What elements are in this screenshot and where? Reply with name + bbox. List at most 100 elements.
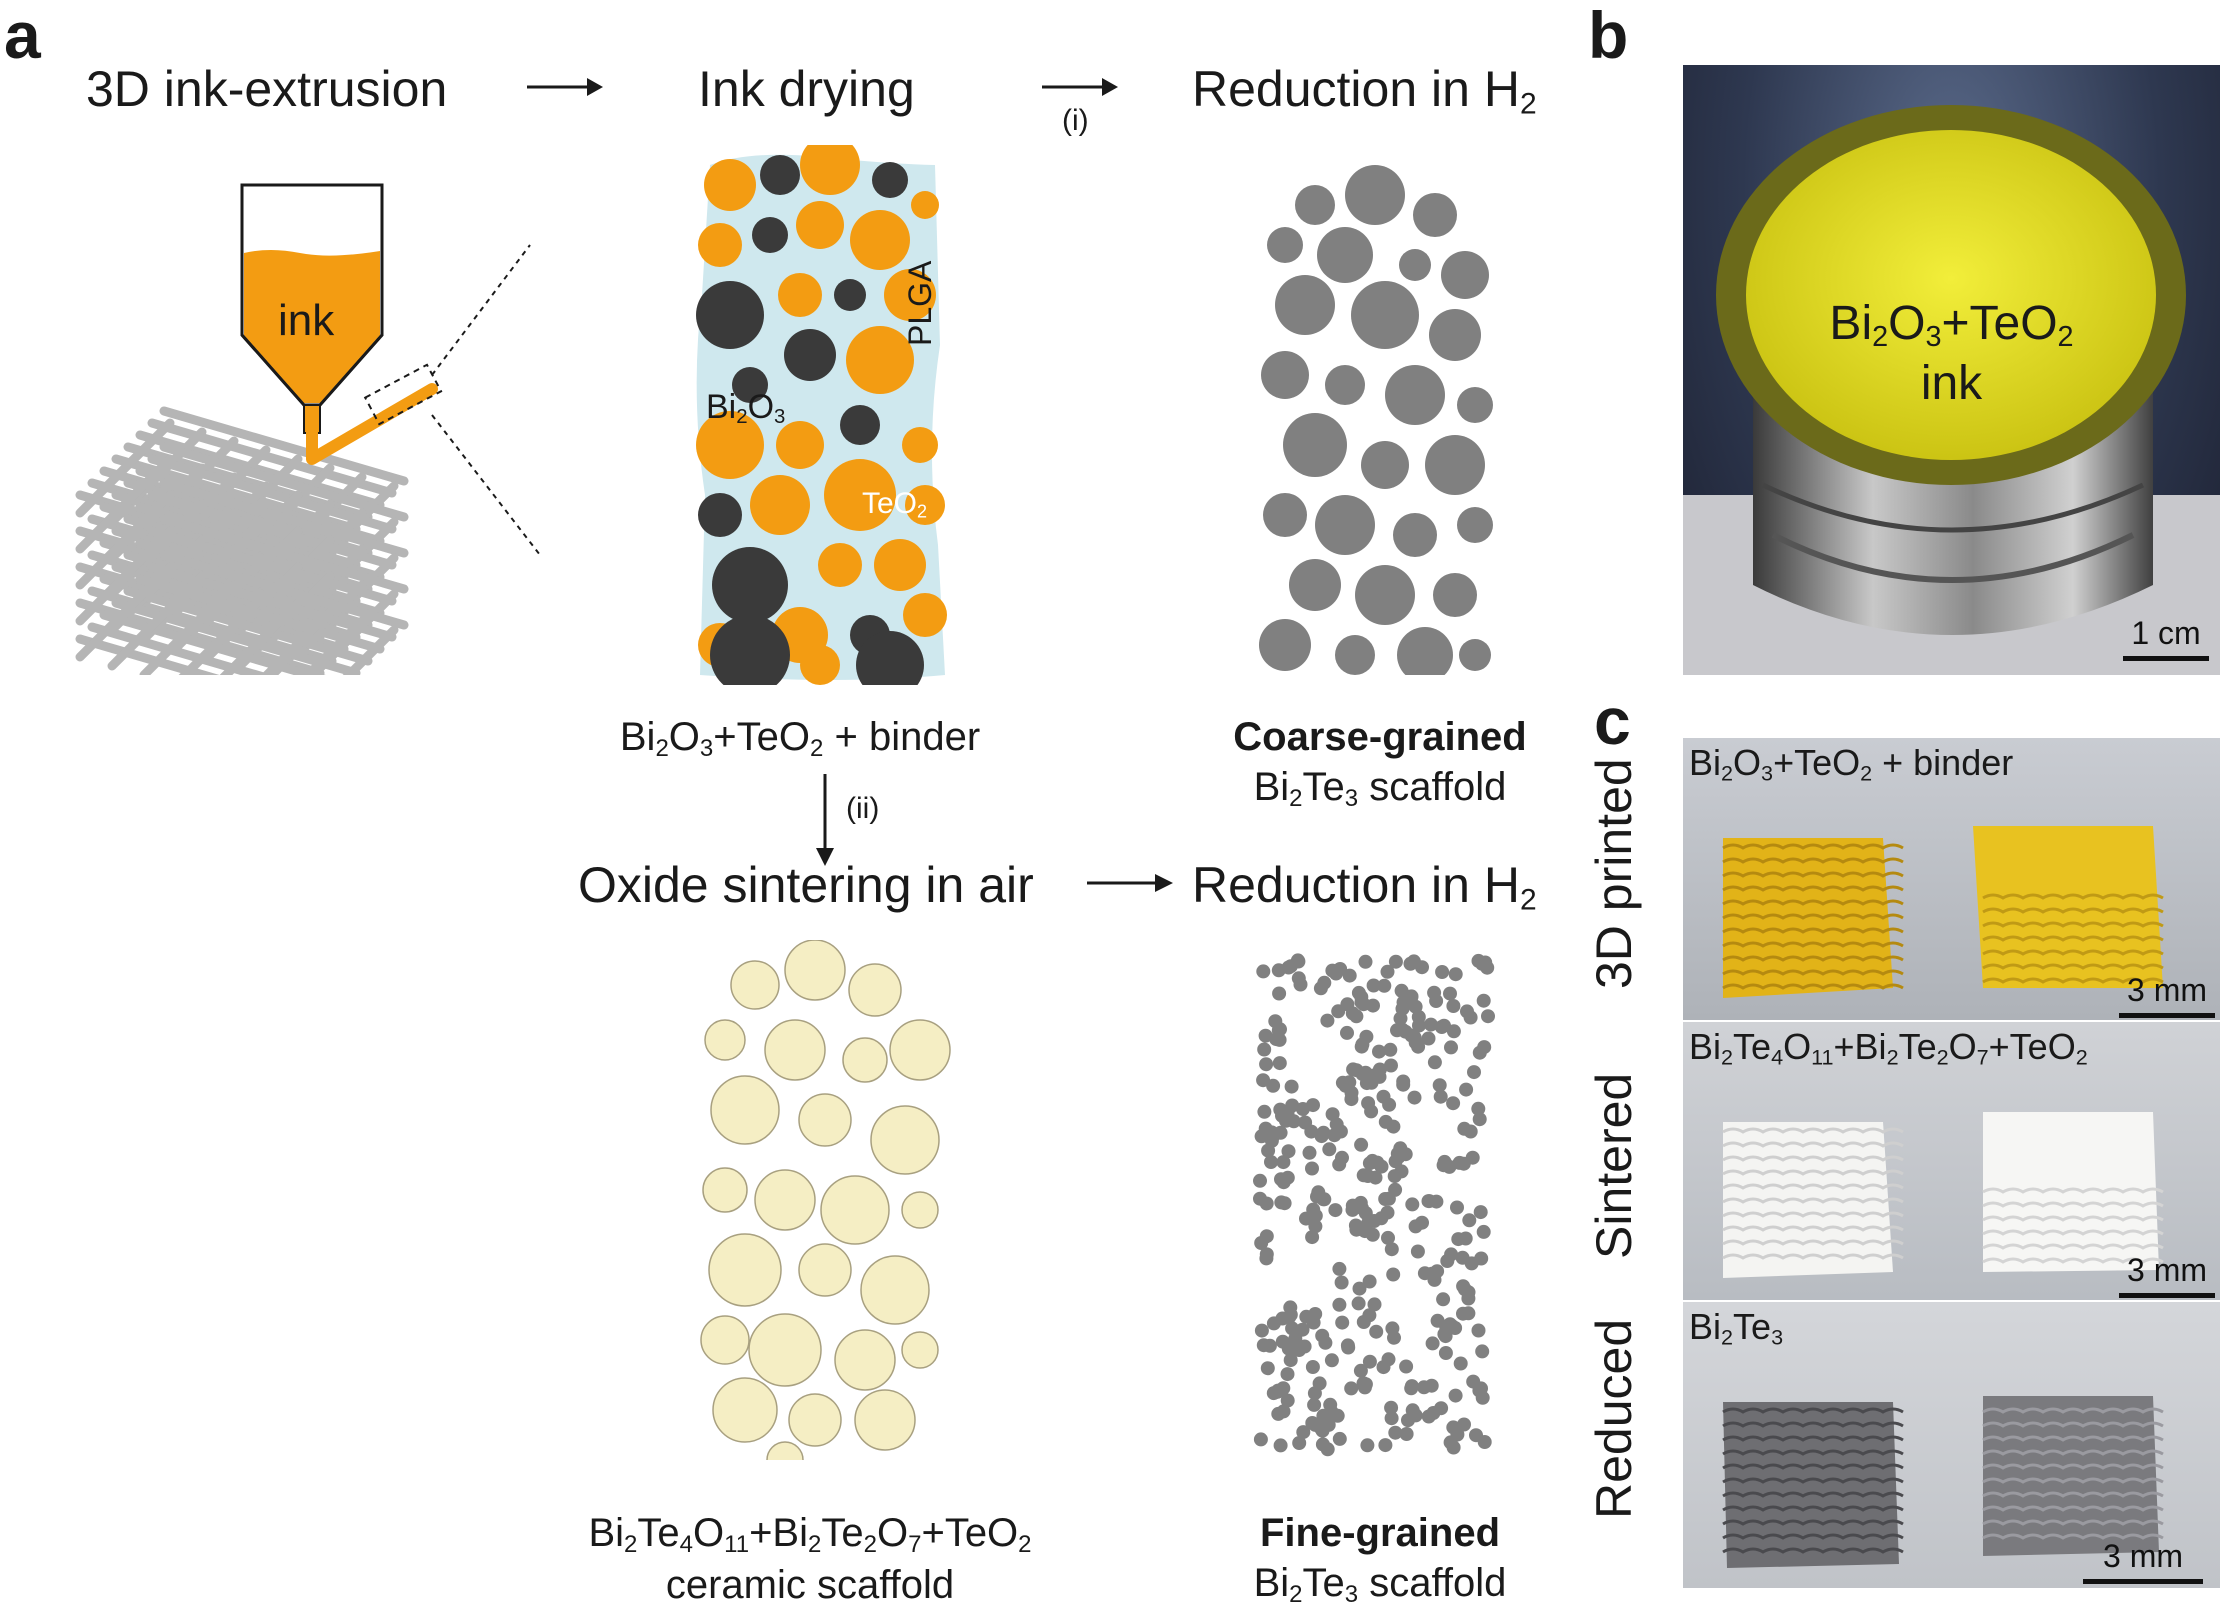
filament-ridge <box>1722 899 1904 906</box>
fine-particle <box>1362 1274 1377 1289</box>
fine-particle <box>1258 1028 1273 1043</box>
ceramic-particle <box>766 1441 804 1460</box>
fine-particle <box>1411 1010 1426 1024</box>
lattice-rod <box>75 562 175 662</box>
drying-particle <box>704 159 756 211</box>
fine-particle <box>1372 1044 1386 1059</box>
fine-particle <box>1463 1124 1478 1139</box>
fine-particle <box>1362 1308 1377 1323</box>
fine-particle <box>1395 1022 1410 1037</box>
fine-particle <box>1297 1339 1312 1354</box>
filament-ridge <box>1982 1421 2164 1428</box>
lattice-rod <box>139 580 239 675</box>
fine-particle <box>1381 1230 1395 1245</box>
fine-particle <box>1306 1202 1321 1217</box>
fine-particle <box>1481 1009 1495 1024</box>
lattice-rod <box>159 406 409 486</box>
fine-particle <box>1425 1336 1440 1351</box>
fine-particle <box>1315 1437 1330 1452</box>
ceramic-particle <box>712 1377 778 1443</box>
drying-particle <box>750 475 810 535</box>
fine-particle <box>1275 1311 1290 1326</box>
fine-particle <box>1461 1306 1476 1321</box>
fine-particle <box>1335 1150 1349 1165</box>
filament-ridge <box>1982 1243 2164 1250</box>
coarse-grained-particles <box>1259 165 1493 675</box>
fine-particle <box>1285 1321 1300 1336</box>
fine-particle <box>1254 1323 1269 1338</box>
side-label-reduced: Reduced <box>1586 1318 1642 1519</box>
fine-particle <box>1417 1380 1431 1395</box>
fine-particle <box>1471 1101 1486 1116</box>
fine-particle <box>1396 1077 1411 1092</box>
filament-ridge <box>1722 941 1904 948</box>
lattice-rod <box>301 616 367 675</box>
fine-particle <box>1354 1137 1369 1152</box>
fine-particle <box>1404 989 1419 1004</box>
fine-particle <box>1401 1413 1415 1428</box>
fine-particle <box>1398 1147 1413 1162</box>
fine-particle <box>1430 1313 1445 1328</box>
fine-particle <box>1296 1425 1311 1440</box>
fine-particle <box>1408 1219 1423 1234</box>
filament-ridge <box>1722 1449 1904 1456</box>
coarse-particle <box>1397 627 1453 675</box>
fine-particle <box>1360 1169 1375 1183</box>
fine-particle <box>1259 1196 1274 1211</box>
fine-particle <box>1367 1297 1382 1312</box>
fine-particle <box>1291 971 1306 986</box>
fine-particle <box>1338 1078 1353 1093</box>
fine-particle <box>1393 1011 1408 1026</box>
fine-particle <box>1360 1438 1375 1453</box>
fine-particle <box>1473 1205 1488 1220</box>
ceramic-particle <box>702 1167 748 1213</box>
fine-particle <box>1253 1432 1268 1447</box>
fine-particle <box>1461 1291 1476 1306</box>
ceramic-particle <box>798 1243 852 1297</box>
filament-ridge <box>1982 1215 2164 1222</box>
coarse-particle <box>1457 387 1493 423</box>
filament-ridge <box>1722 1211 1904 1218</box>
fine-particle <box>1345 1198 1360 1213</box>
drying-particle <box>778 273 822 317</box>
ceramic-particle <box>730 960 780 1010</box>
fine-particle <box>1333 962 1348 976</box>
ceramic-particle <box>848 963 902 1017</box>
filament-ridge <box>1722 983 1904 990</box>
drying-particle <box>850 210 910 270</box>
fine-particle <box>1388 1182 1403 1197</box>
fine-particle <box>1442 1159 1457 1174</box>
filament-ridge <box>1722 1533 1904 1540</box>
fine-particle <box>1435 965 1450 979</box>
fine-particle <box>1351 1296 1366 1311</box>
fine-particle <box>1399 1427 1414 1441</box>
arrow-label-ii: (ii) <box>846 792 880 825</box>
fine-particle <box>1399 1359 1414 1374</box>
fine-particle <box>1316 1408 1331 1423</box>
fine-particle <box>1253 1173 1267 1188</box>
fine-particle <box>1312 1376 1327 1391</box>
filament-ridge <box>1982 1229 2164 1236</box>
fine-particle <box>1366 978 1381 993</box>
filament-ridge <box>1722 1477 1904 1484</box>
fine-particle <box>1266 1078 1281 1093</box>
fine-particle <box>1332 1431 1347 1446</box>
filament-ridge <box>1722 1141 1904 1148</box>
fine-particle <box>1259 1057 1274 1072</box>
fine-particle <box>1295 1322 1310 1337</box>
filament-ridge <box>1982 1257 2164 1264</box>
lattice-rod <box>75 526 175 626</box>
photo-printed: Bi2O3+TeO2 + binder 3 mm <box>1683 738 2220 1020</box>
filament-ridge <box>1982 1463 2164 1470</box>
coarse-particle <box>1317 227 1373 283</box>
fine-particle <box>1476 993 1491 1008</box>
coarse-particle <box>1267 227 1303 263</box>
filament-ridge <box>1722 1253 1904 1260</box>
coarse-particle <box>1295 185 1335 225</box>
ceramic-particle <box>901 1331 939 1369</box>
fine-particle <box>1472 1383 1487 1398</box>
arrow-down-ii <box>816 774 834 866</box>
fine-particle <box>1459 1082 1474 1097</box>
filament-ridge <box>1722 1239 1904 1246</box>
fine-particle <box>1444 1040 1458 1055</box>
